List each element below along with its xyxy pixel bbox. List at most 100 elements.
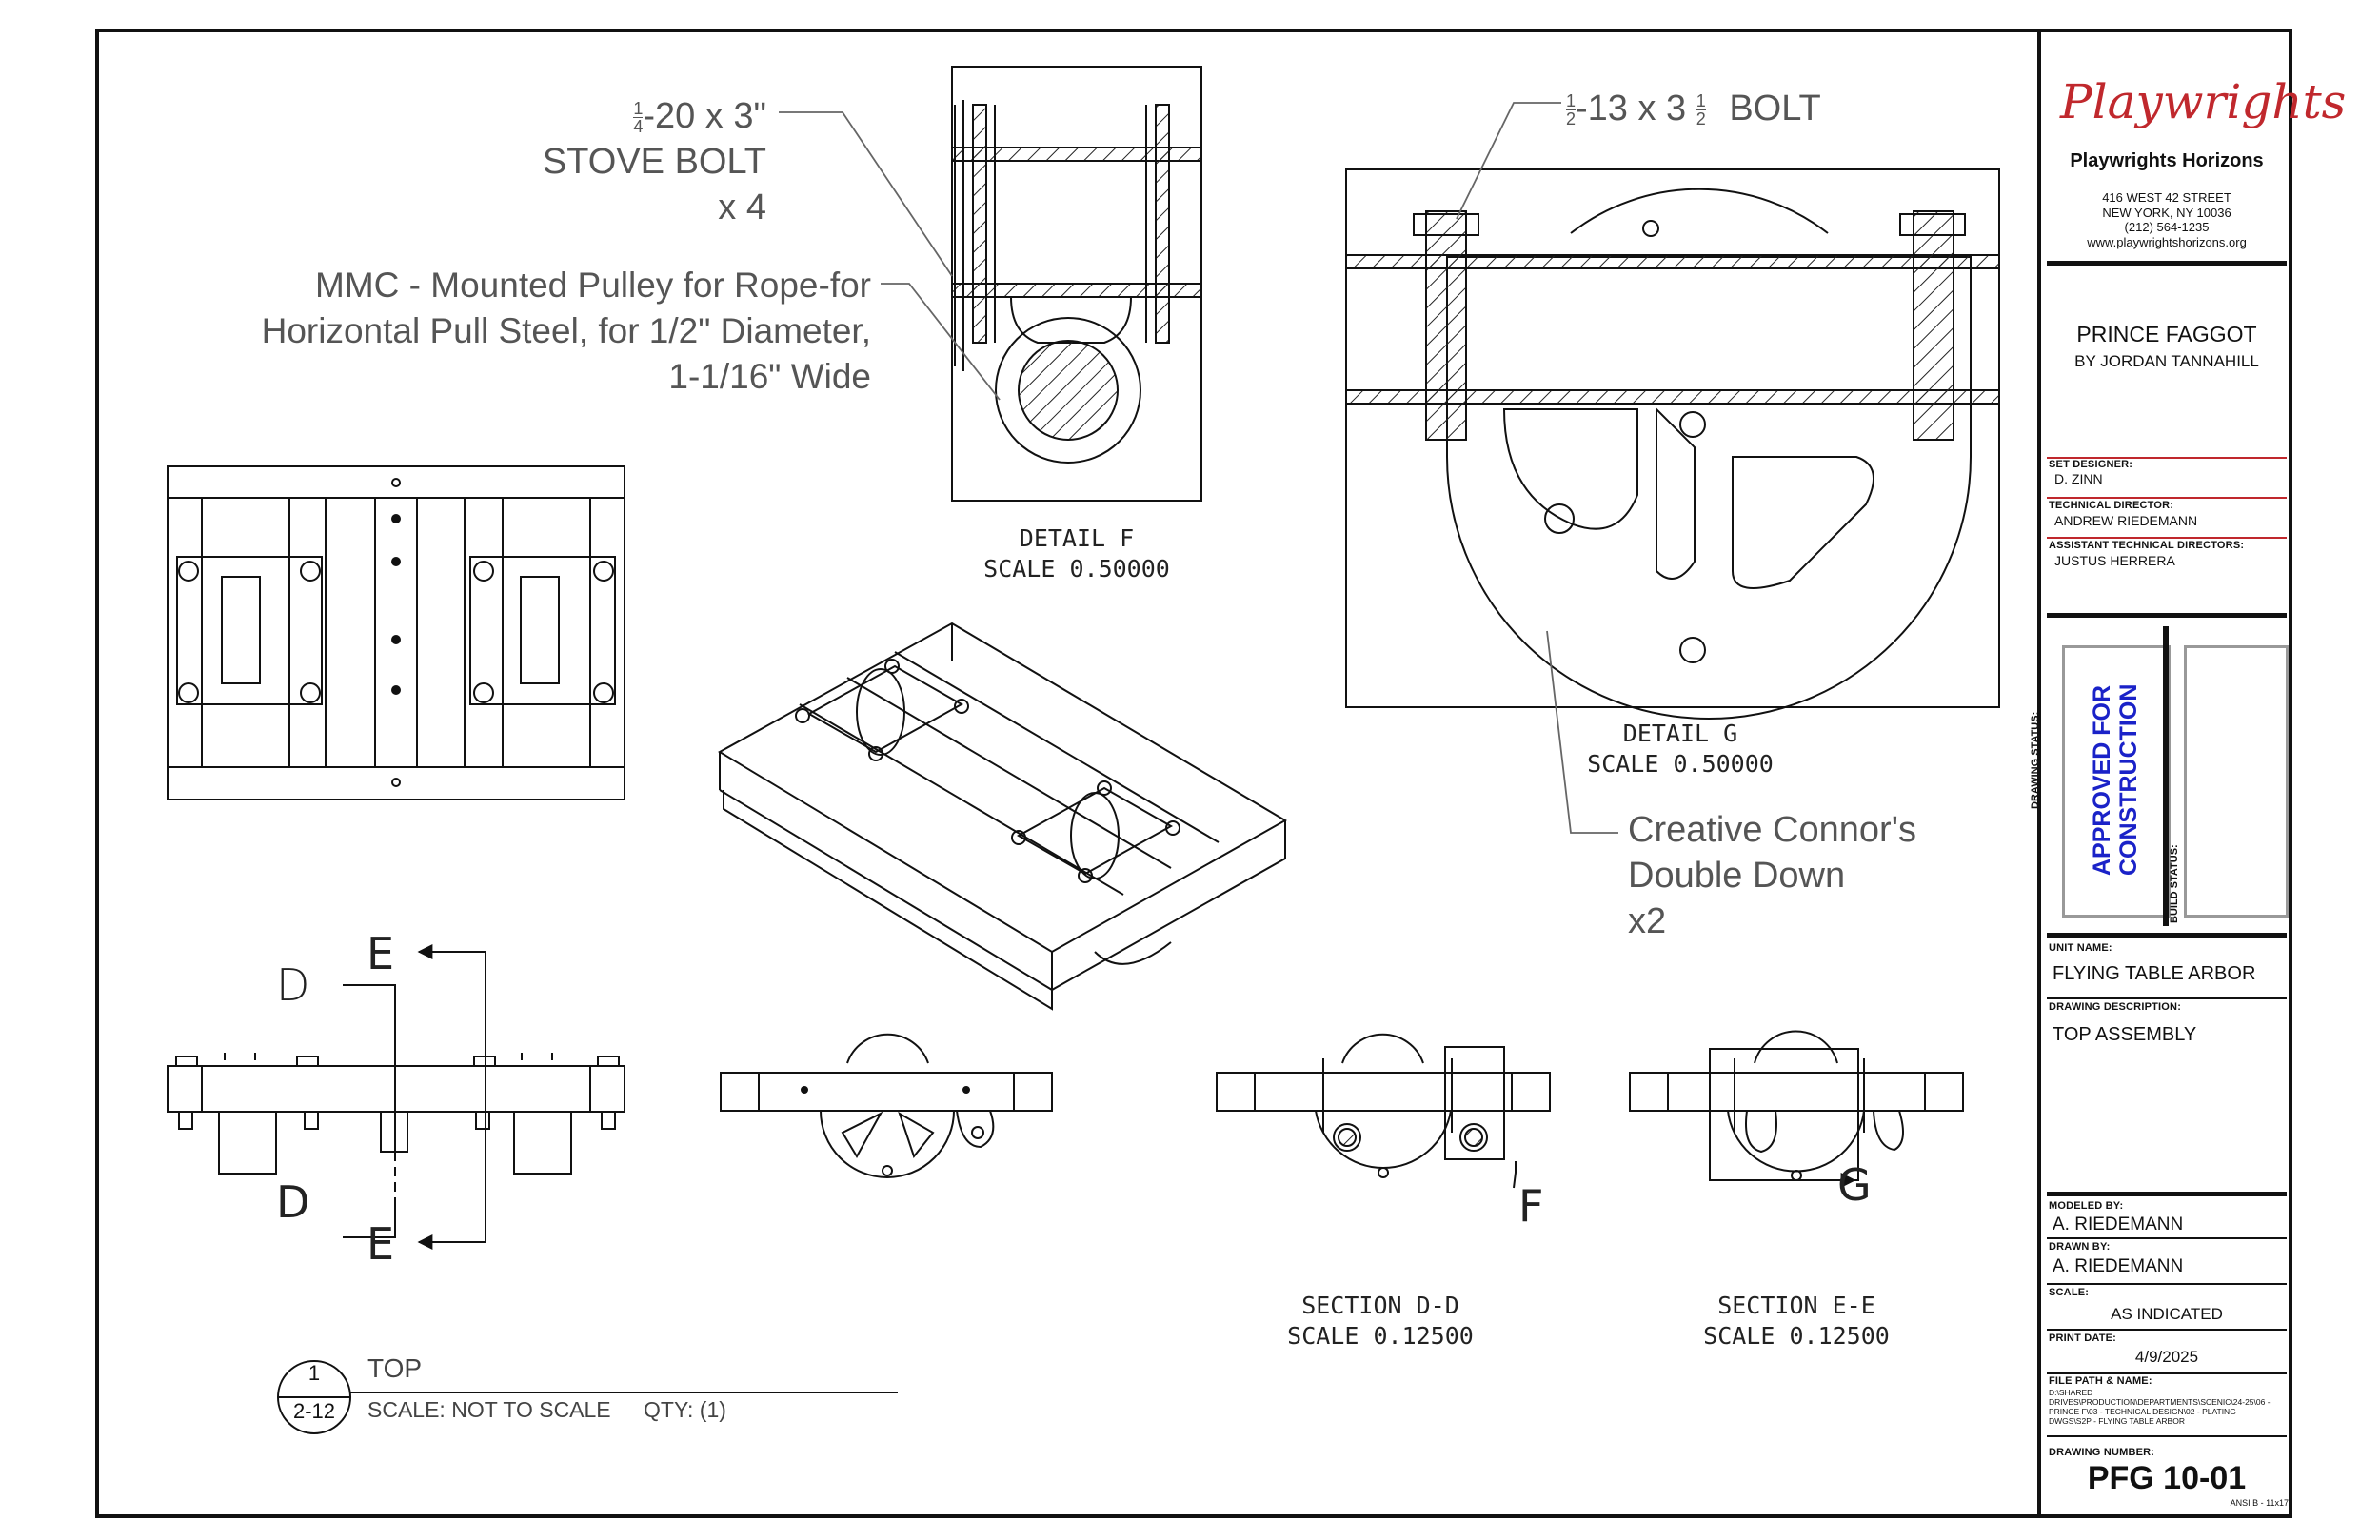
section-ee-label: SECTION E-E SCALE 0.12500 bbox=[1687, 1291, 1906, 1352]
detail-f-view bbox=[951, 66, 1202, 502]
sheet-border bbox=[95, 29, 2292, 1518]
section-marker-g: G bbox=[1837, 1159, 1872, 1211]
bolt-name: BOLT bbox=[1729, 89, 1821, 128]
divider bbox=[2047, 1435, 2287, 1437]
fraction-quarter-num: 1 bbox=[633, 99, 644, 119]
section-ee-title: SECTION E-E bbox=[1717, 1292, 1875, 1319]
td-label: TECHNICAL DIRECTOR: bbox=[2049, 500, 2174, 511]
company-name: Playwrights Horizons bbox=[2070, 150, 2264, 171]
file-path-1: D:\SHARED bbox=[2049, 1388, 2093, 1397]
drawn-by: A. RIEDEMANN bbox=[2053, 1256, 2184, 1276]
status-divider bbox=[2163, 626, 2169, 926]
isometric-view bbox=[718, 622, 1288, 1011]
fraction-half-num-2: 1 bbox=[1696, 91, 1706, 111]
modeled-by-label: MODELED BY: bbox=[2049, 1200, 2124, 1212]
divider bbox=[2047, 997, 2287, 999]
double-down-line-3: x2 bbox=[1628, 901, 1667, 941]
pulley-line-1: MMC - Mounted Pulley for Rope-for bbox=[315, 266, 871, 305]
divider bbox=[2047, 1283, 2287, 1285]
view-label-sheet: 2-12 bbox=[292, 1399, 336, 1423]
drawing-number: PFG 10-01 bbox=[2087, 1460, 2247, 1496]
address-line-2: NEW YORK, NY 10036 bbox=[2102, 206, 2231, 220]
drawing-number-label: DRAWING NUMBER: bbox=[2049, 1447, 2155, 1458]
modeled-by: A. RIEDEMANN bbox=[2053, 1214, 2184, 1234]
fraction-half-num: 1 bbox=[1566, 91, 1577, 111]
divider bbox=[2047, 613, 2287, 618]
section-d-d-view bbox=[1216, 1033, 1551, 1178]
scale-value: AS INDICATED bbox=[2111, 1305, 2223, 1323]
stove-bolt-size: -20 x 3" bbox=[643, 96, 766, 136]
divider bbox=[2047, 933, 2287, 938]
top-plan-view bbox=[167, 465, 625, 800]
show-title: PRINCE FAGGOT bbox=[2076, 322, 2257, 346]
drawing-description-label: DRAWING DESCRIPTION: bbox=[2049, 1001, 2182, 1013]
section-marker-f: F bbox=[1518, 1180, 1544, 1232]
leader-lines bbox=[779, 102, 1618, 834]
divider bbox=[2047, 497, 2287, 499]
pulley-line-3: 1-1/16" Wide bbox=[668, 357, 871, 396]
front-elevation-view bbox=[720, 1033, 1053, 1178]
view-label-number: 1 bbox=[307, 1361, 321, 1385]
sheet-size: ANSI B - 11x17 bbox=[2230, 1498, 2289, 1508]
print-date: 4/9/2025 bbox=[2134, 1348, 2199, 1366]
divider bbox=[2047, 537, 2287, 539]
company-logo: Playwrights bbox=[2060, 74, 2347, 129]
detail-f-label: DETAIL F SCALE 0.50000 bbox=[967, 523, 1186, 584]
scale-label: SCALE: bbox=[2049, 1287, 2090, 1298]
section-marker-e-top: E bbox=[367, 928, 395, 979]
show-author: BY JORDAN TANNAHILL bbox=[2074, 352, 2259, 370]
atd-label: ASSISTANT TECHNICAL DIRECTORS: bbox=[2049, 540, 2245, 551]
double-down-line-1: Creative Connor's bbox=[1628, 810, 1916, 850]
view-label-bubble bbox=[277, 1360, 898, 1434]
unit-name: FLYING TABLE ARBOR bbox=[2053, 963, 2256, 984]
divider bbox=[2047, 1372, 2287, 1374]
section-marker-d-bottom: D bbox=[276, 1176, 310, 1228]
drawing-status-value: APPROVED FOR CONSTRUCTION bbox=[2089, 683, 2142, 876]
unit-name-label: UNIT NAME: bbox=[2049, 942, 2112, 954]
stove-bolt-qty: x 4 bbox=[718, 188, 766, 227]
section-marker-e-bottom: E bbox=[367, 1218, 395, 1270]
section-e-e-view bbox=[1629, 1030, 1964, 1181]
detail-f-scale: SCALE 0.50000 bbox=[983, 555, 1170, 582]
td-name: ANDREW RIEDEMANN bbox=[2054, 513, 2198, 528]
build-status-label: BUILD STATUS: bbox=[2169, 844, 2180, 923]
double-down-line-2: Double Down bbox=[1628, 856, 1846, 896]
pulley-line-2: Horizontal Pull Steel, for 1/2" Diameter… bbox=[261, 311, 871, 350]
drawn-by-label: DRAWN BY: bbox=[2049, 1241, 2111, 1253]
drawing-description: TOP ASSEMBLY bbox=[2053, 1024, 2197, 1045]
set-designer-label: SET DESIGNER: bbox=[2049, 459, 2133, 470]
build-status-box bbox=[2184, 645, 2289, 918]
divider bbox=[2047, 1237, 2287, 1239]
address-line-1: 416 WEST 42 STREET bbox=[2102, 190, 2231, 205]
fraction-half-den-2: 2 bbox=[1696, 109, 1706, 129]
detail-g-title: DETAIL G bbox=[1622, 720, 1738, 747]
drawing-status-label: DRAWING STATUS: bbox=[2030, 711, 2041, 809]
section-ee-scale: SCALE 0.12500 bbox=[1703, 1322, 1890, 1350]
view-label-title: TOP bbox=[367, 1353, 423, 1383]
detail-g-scale: SCALE 0.50000 bbox=[1587, 750, 1774, 778]
fraction-quarter-den: 4 bbox=[633, 117, 644, 137]
file-path-4: DWGS\S2P - FLYING TABLE ARBOR bbox=[2049, 1416, 2185, 1426]
set-designer: D. ZINN bbox=[2054, 471, 2103, 486]
stove-bolt-name: STOVE BOLT bbox=[542, 142, 766, 182]
section-dd-scale: SCALE 0.12500 bbox=[1287, 1322, 1474, 1350]
view-label-scale: SCALE: NOT TO SCALE bbox=[367, 1397, 611, 1422]
detail-g-label: DETAIL G SCALE 0.50000 bbox=[1571, 719, 1790, 780]
divider bbox=[2047, 457, 2287, 459]
double-down-callout: Creative Connor's Double Down x2 bbox=[1628, 807, 1916, 944]
divider bbox=[2047, 261, 2287, 266]
section-marker-d-top: D bbox=[276, 959, 310, 1011]
phone: (212) 564-1235 bbox=[2124, 220, 2210, 234]
section-dd-label: SECTION D-D SCALE 0.12500 bbox=[1271, 1291, 1490, 1352]
title-block: Playwrights Playwrights Horizons 416 WES… bbox=[2030, 29, 2346, 1518]
file-path-2: DRIVES\PRODUCTION\DEPARTMENTS\SCENIC\24-… bbox=[2049, 1397, 2271, 1407]
file-path-3: PRINCE F\03 - TECHNICAL DESIGN\02 - PLAT… bbox=[2049, 1407, 2236, 1416]
file-path-label: FILE PATH & NAME: bbox=[2049, 1375, 2152, 1387]
section-dd-title: SECTION D-D bbox=[1301, 1292, 1459, 1319]
pulley-callout: MMC - Mounted Pulley for Rope-for Horizo… bbox=[219, 263, 871, 400]
website: www.playwrightshorizons.org bbox=[2087, 235, 2247, 249]
detail-g-view bbox=[1345, 168, 2000, 720]
